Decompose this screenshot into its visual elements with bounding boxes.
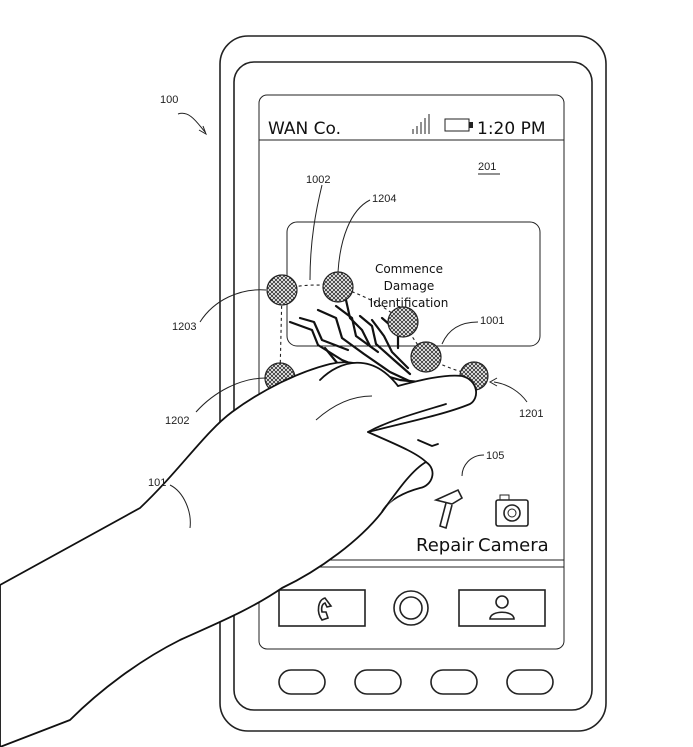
touch-point (410, 341, 442, 373)
screen (258, 94, 565, 650)
ref-101: 101 (148, 477, 166, 489)
ref-1002: 1002 (306, 174, 330, 186)
touch-point-1203 (266, 274, 298, 306)
ref-1201: 1201 (519, 408, 543, 420)
hardware-button[interactable] (506, 669, 554, 695)
battery-icon (444, 118, 473, 132)
dialog-line-2: Damage (384, 279, 435, 293)
contacts-button[interactable] (458, 589, 546, 627)
dialog-line-1: Commence (375, 262, 443, 276)
ref-1202: 1202 (165, 415, 189, 427)
clock-time: 1:20 PM (477, 119, 546, 139)
camera-icon (495, 494, 529, 527)
ref-105: 105 (486, 450, 504, 462)
user-hand (0, 361, 477, 747)
touch-point (387, 306, 419, 338)
camera-label: Camera (478, 535, 549, 556)
hammer-icon (433, 488, 464, 530)
ref-1001: 1001 (480, 315, 504, 327)
hardware-button[interactable] (278, 669, 326, 695)
reference-numerals: 100 101 105 201 1001 1002 1201 1202 1203… (148, 94, 543, 489)
hardware-button[interactable] (430, 669, 478, 695)
hardware-button[interactable] (354, 669, 402, 695)
mobile-device (219, 35, 607, 732)
signal-icon (412, 114, 430, 134)
touch-point-1204 (322, 271, 354, 303)
ref-1204: 1204 (372, 193, 396, 205)
ref-100: 100 (160, 94, 178, 106)
ref-1203: 1203 (172, 321, 196, 333)
ref-201: 201 (478, 161, 496, 173)
hardware-buttons (278, 669, 554, 695)
home-button[interactable] (393, 590, 429, 626)
contact-icon (489, 595, 515, 620)
app-camera[interactable]: Camera (478, 494, 549, 556)
screen-crack (288, 298, 442, 394)
leader-lines (169, 112, 528, 529)
phone-icon (317, 597, 333, 621)
repair-label: Repair (416, 535, 474, 556)
status-bar: WAN Co. 1:20 PM (259, 114, 564, 141)
phone-button[interactable] (278, 589, 366, 627)
app-repair[interactable]: Repair (416, 488, 474, 556)
carrier-name: WAN Co. (268, 119, 341, 139)
dialog-line-3: Identification (370, 296, 449, 310)
home-circle-icon (399, 596, 423, 620)
